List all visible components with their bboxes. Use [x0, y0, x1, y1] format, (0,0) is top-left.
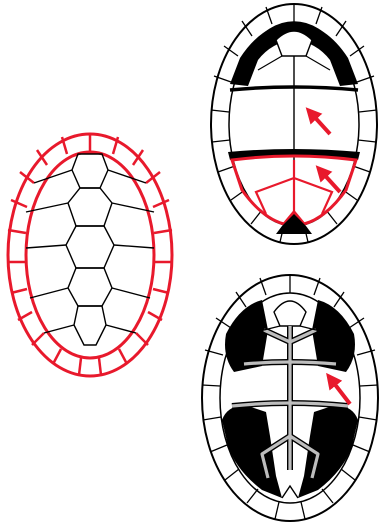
carapace-diagram [8, 134, 172, 376]
carapace-outer-rim [8, 134, 172, 376]
plastron-bottom-diagram [202, 275, 378, 521]
plastron-top-gular-scute [276, 31, 312, 56]
plastron-top-diagram [211, 4, 377, 244]
carapace-inner-rim [26, 152, 154, 358]
